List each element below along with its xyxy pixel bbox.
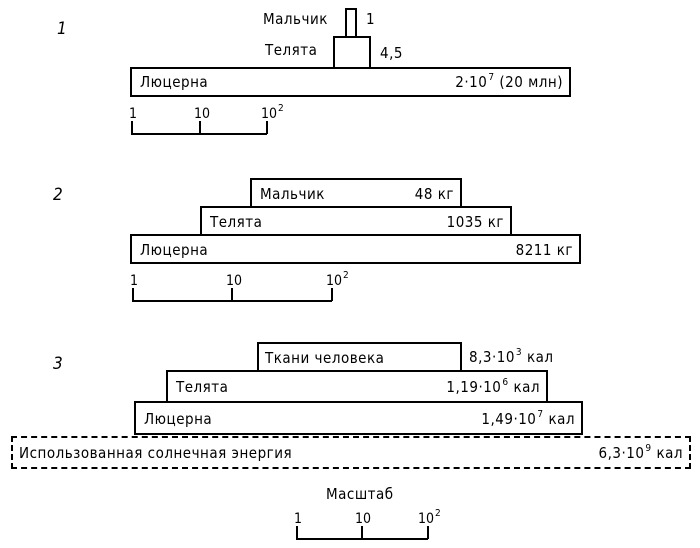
- panel-3-solar-exp: 9: [645, 443, 652, 454]
- panel-3-calves-exp: 6: [502, 377, 509, 388]
- panel-1-alfalfa-note: (20 млн): [499, 73, 563, 91]
- panel-3-human-value: 8,3·10: [469, 348, 515, 366]
- panel-1-number: 1: [57, 19, 68, 39]
- panel-1-boy-bar: [345, 8, 357, 38]
- panel-1-scale-tick-100: [266, 121, 268, 134]
- panel-2-boy-label: Мальчик: [260, 185, 325, 203]
- panel-1-alfalfa-value-group: 2·107 (20 млн): [455, 72, 563, 94]
- panel-3-human-value-group: 8,3·103 кал: [469, 347, 554, 369]
- panel-2-alfalfa-bar: Люцерна 8211 кг: [130, 234, 581, 264]
- scale-title: Масштаб: [326, 485, 394, 503]
- panel-3-human-unit: кал: [526, 348, 554, 366]
- panel-1-alfalfa-label: Люцерна: [140, 73, 209, 91]
- panel-2-scale-tick-10: [231, 288, 233, 301]
- panel-1-alfalfa-value: 2·10: [455, 73, 488, 91]
- panel-1-boy-label: Мальчик: [263, 10, 328, 28]
- panel-3-solar-bar: Использованная солнечная энергия 6,3·109…: [11, 436, 691, 469]
- panel-2-scale-label-100-exp: 2: [343, 270, 349, 281]
- panel-1-scale-label-100-base: 10: [261, 106, 278, 122]
- panel-3-solar-value-group: 6,3·109 кал: [598, 443, 684, 465]
- panel-3-solar-value: 6,3·10: [598, 444, 645, 462]
- panel-2-scale-label-10: 10: [226, 273, 243, 289]
- panel-3-calves-value: 1,19·10: [446, 378, 502, 396]
- panel-2-scale-label-100-base: 10: [326, 273, 343, 289]
- panel-3-alfalfa-exp: 7: [537, 409, 544, 420]
- panel-3-human-exp: 3: [515, 347, 523, 358]
- panel-2-alfalfa-label: Люцерна: [140, 241, 209, 259]
- panel-1-scale-label-1: 1: [129, 106, 138, 122]
- panel-1-scale-label-10: 10: [194, 106, 211, 122]
- panel-3-human-label: Ткани человека: [265, 349, 385, 367]
- panel-2-scale-label-100: 102: [326, 270, 349, 291]
- panel-3-human-bar: Ткани человека: [257, 342, 462, 372]
- panel-3-alfalfa-value-group: 1,49·107 кал: [481, 409, 575, 431]
- panel-3-scale-label-100-base: 10: [418, 511, 435, 527]
- panel-3-scale-tick-100: [427, 526, 429, 539]
- panel-2-scale-tick-100: [331, 288, 333, 301]
- panel-3-alfalfa-bar: Люцерна 1,49·107 кал: [134, 401, 583, 435]
- panel-3-number: 3: [53, 354, 64, 374]
- panel-3-solar-label: Использованная солнечная энергия: [19, 444, 293, 462]
- panel-2-scale-label-1: 1: [130, 273, 139, 289]
- panel-1-scale-tick-10: [199, 121, 201, 134]
- panel-2-boy-bar: Мальчик 48 кг: [250, 178, 462, 208]
- panel-3-alfalfa-label: Люцерна: [144, 410, 213, 428]
- panel-3-solar-unit: кал: [656, 444, 683, 462]
- panel-2-calves-label: Телята: [210, 213, 263, 231]
- panel-3-calves-unit: кал: [513, 378, 540, 396]
- panel-3-calves-label: Телята: [176, 378, 229, 396]
- panel-3-calves-value-group: 1,19·106 кал: [446, 377, 540, 399]
- panel-3-calves-bar: Телята 1,19·106 кал: [166, 370, 548, 403]
- panel-3-scale-label-100-exp: 2: [435, 508, 441, 519]
- panel-3-alfalfa-unit: кал: [548, 410, 575, 428]
- panel-1-alfalfa-exp: 7: [488, 72, 495, 83]
- panel-2-scale-line: [132, 300, 332, 302]
- panel-2-number: 2: [53, 185, 64, 205]
- panel-3-scale-tick-10: [361, 526, 363, 539]
- panel-1-scale-tick-1: [131, 121, 133, 134]
- panel-2-alfalfa-value: 8211 кг: [515, 241, 573, 259]
- panel-1-scale-label-100: 102: [261, 103, 284, 124]
- panel-3-scale-label-10: 10: [355, 511, 372, 527]
- panel-1-alfalfa-bar: Люцерна 2·107 (20 млн): [130, 67, 571, 97]
- panel-1-calves-label: Телята: [265, 41, 318, 59]
- panel-3-scale-tick-1: [296, 526, 298, 539]
- panel-3-scale-label-100: 102: [418, 508, 441, 529]
- panel-2-scale-tick-1: [132, 288, 134, 301]
- panel-1-calves-bar: [333, 36, 371, 69]
- panel-1-boy-value: 1: [366, 10, 376, 28]
- panel-3-alfalfa-value: 1,49·10: [481, 410, 537, 428]
- panel-3-scale-label-1: 1: [294, 511, 303, 527]
- panel-1-scale-line: [131, 133, 267, 135]
- panel-2-boy-value: 48 кг: [414, 185, 454, 203]
- panel-2-calves-bar: Телята 1035 кг: [200, 206, 512, 236]
- panel-3-scale-line: [296, 538, 428, 540]
- panel-1-calves-value: 4,5: [380, 44, 403, 62]
- panel-1-scale-label-100-exp: 2: [278, 103, 284, 114]
- panel-2-calves-value: 1035 кг: [446, 213, 504, 231]
